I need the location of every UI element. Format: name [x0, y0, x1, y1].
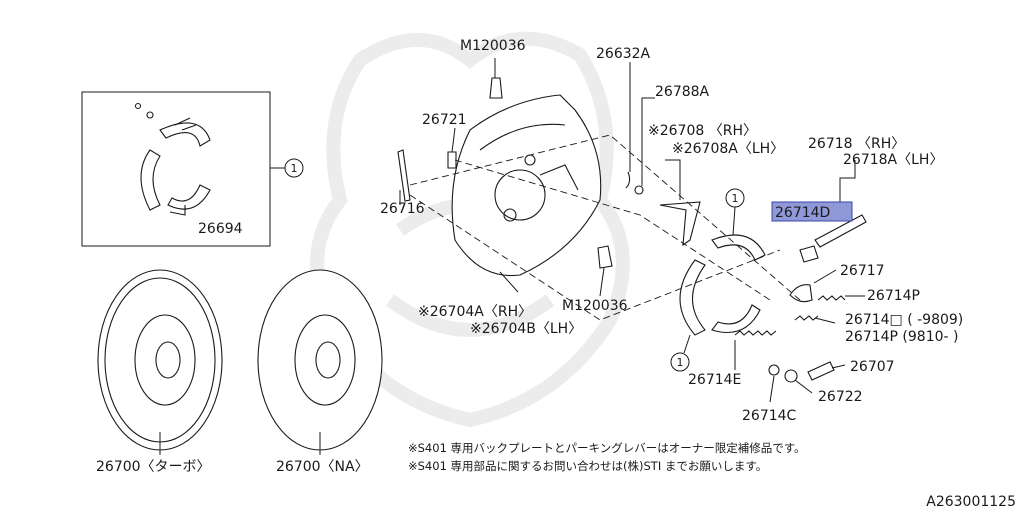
- label-26704a: ※26704A〈RH〉: [418, 304, 532, 320]
- label-26707: 26707: [850, 359, 895, 375]
- label-26708a: ※26708A〈LH〉: [672, 141, 784, 157]
- callout-1-shoe-bottom: [670, 352, 690, 372]
- highlight-26714d: [771, 201, 853, 222]
- ring-26788a-drawing: [634, 185, 644, 195]
- rotor-na-drawing: [257, 269, 383, 451]
- label-26788a: 26788A: [655, 84, 710, 100]
- callout-1-inset: [284, 158, 304, 178]
- part-26717-drawing: [789, 284, 813, 303]
- callout-1-shoe-top-label: 1: [732, 192, 739, 205]
- bolt-26721-drawing: [447, 151, 457, 169]
- label-26714o: 26714□ ( -9809): [845, 312, 963, 328]
- label-26714d: 26714D: [775, 205, 830, 221]
- label-26717: 26717: [840, 263, 885, 279]
- spring-26714o-drawing: [794, 315, 819, 321]
- label-26700-turbo: 26700〈ターボ〉: [96, 459, 211, 475]
- guide-line: [409, 194, 781, 321]
- bolt-m120036-bottom-drawing: [597, 245, 613, 269]
- guide-line: [454, 159, 771, 301]
- note-line-1: ※S401 専用バックプレートとパーキングレバーはオーナー限定補修品です。: [408, 441, 806, 455]
- bolt-26716-drawing: [397, 149, 411, 202]
- note-line-2: ※S401 専用部品に関するお問い合わせは(株)STI までお願いします。: [408, 459, 767, 473]
- label-m120036-bottom: M120036: [562, 298, 628, 314]
- label-26704b: ※26704B〈LH〉: [470, 321, 582, 337]
- guide-line: [409, 134, 801, 301]
- parking-lever-26708-drawing: [659, 201, 701, 247]
- label-26716: 26716: [380, 201, 425, 217]
- label-m120036-top: M120036: [460, 38, 526, 54]
- label-26714e: 26714E: [688, 372, 741, 388]
- rotor-turbo-drawing: [97, 269, 223, 451]
- label-26700-na: 26700〈NA〉: [276, 459, 369, 475]
- callout-1-shoe-bottom-label: 1: [677, 356, 684, 369]
- diagram-id: A263001125: [926, 494, 1016, 510]
- label-26721: 26721: [422, 112, 467, 128]
- bleeder-26707-drawing: [807, 361, 835, 381]
- clip-26632a-drawing: [625, 171, 631, 189]
- label-26718: 26718 〈RH〉: [808, 136, 905, 152]
- spring-26714d-drawing: [799, 245, 819, 263]
- bolt-m120036-top-drawing: [489, 77, 503, 99]
- label-26708: ※26708 〈RH〉: [648, 123, 757, 139]
- brake-shoes-drawing: [679, 234, 766, 336]
- brake-shoe-kit-inset-drawing: [134, 102, 211, 216]
- spring-26714e-drawing: [734, 330, 777, 336]
- backing-plate-drawing: [451, 94, 602, 277]
- label-26714p2: 26714P (9810- ): [845, 329, 958, 345]
- label-26718a: 26718A〈LH〉: [843, 152, 943, 168]
- label-26632a: 26632A: [596, 46, 651, 62]
- shoe-kit-inset-box: [81, 91, 271, 247]
- label-26722: 26722: [818, 389, 863, 405]
- label-26714p: 26714P: [867, 288, 920, 304]
- cap-26722-drawing: [784, 369, 798, 383]
- label-26694: 26694: [198, 221, 243, 237]
- label-26714c: 26714C: [742, 408, 797, 424]
- adjuster-26714d-drawing: [814, 214, 867, 248]
- cup-26714c-drawing: [768, 364, 780, 376]
- spring-26714p-drawing: [817, 295, 846, 301]
- callout-1-inset-label: 1: [291, 162, 298, 175]
